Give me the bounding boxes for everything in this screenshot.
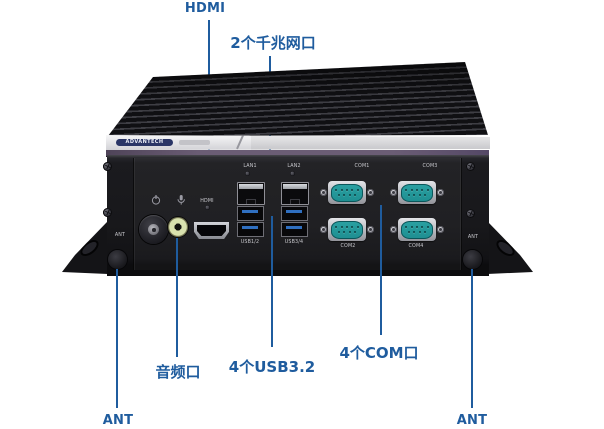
hdmi-port[interactable]: [194, 222, 229, 239]
front-trim-band: ADVANTECH: [106, 135, 490, 150]
band-shade: [251, 135, 490, 150]
mount-bracket-right: [487, 222, 533, 274]
screw-icon: [103, 162, 112, 171]
com3-label: COM3: [422, 162, 438, 169]
callout-audio-label: 音频口: [155, 363, 201, 381]
com4-port[interactable]: [390, 216, 444, 243]
lan1-label: LAN1: [243, 162, 257, 169]
screw-icon: [103, 208, 112, 217]
callout-ethernet-label: 2个千兆网口: [230, 34, 316, 52]
ant-connector-right: [463, 250, 482, 269]
model-text: [179, 140, 210, 145]
com1-label: COM1: [354, 162, 370, 169]
microphone-icon: [177, 195, 185, 205]
db9-face: [401, 183, 433, 202]
lan2-label: LAN2: [287, 162, 301, 169]
com2-label: COM2: [340, 242, 356, 249]
audio-jack[interactable]: [168, 217, 188, 237]
screw-icon: [290, 171, 295, 176]
callout-usb-line: [271, 216, 273, 347]
com3-port[interactable]: [390, 179, 444, 206]
jack-screw-icon: [367, 189, 374, 196]
usb34-label: USB3/4: [284, 238, 304, 245]
db9-face: [331, 183, 363, 202]
jack-screw-icon: [390, 189, 397, 196]
com2-port[interactable]: [320, 216, 374, 243]
panel-hdmi-label: HDMI: [200, 197, 214, 204]
jack-screw-icon: [437, 189, 444, 196]
callout-ant-left-line: [116, 269, 118, 408]
callout-com-line: [380, 205, 382, 335]
callout-hdmi-label: HDMI: [184, 1, 226, 16]
lan1-port[interactable]: [237, 182, 265, 205]
heatsink-fins: [108, 62, 488, 136]
lan2-port[interactable]: [281, 182, 309, 205]
power-button[interactable]: [139, 215, 168, 244]
panel-ant-right-label: ANT: [467, 233, 479, 240]
jack-screw-icon: [320, 189, 327, 196]
panel-ant-left-label: ANT: [114, 231, 126, 238]
jack-screw-icon: [367, 226, 374, 233]
callout-ant-right-line: [471, 269, 473, 408]
usb-port-2[interactable]: [237, 222, 264, 237]
jack-screw-icon: [437, 226, 444, 233]
mount-bracket-left: [62, 222, 108, 274]
io-recess: [133, 158, 462, 270]
callout-usb-label: 4个USB3.2: [228, 358, 316, 376]
usb-port-1[interactable]: [237, 206, 264, 221]
ant-connector-left: [108, 250, 127, 269]
bracket-hole-left: [77, 236, 102, 260]
jack-screw-icon: [320, 226, 327, 233]
db9-face: [401, 220, 433, 239]
screw-icon: [245, 171, 250, 176]
screw-icon: [205, 205, 210, 210]
callout-ant-left-label: ANT: [102, 413, 134, 428]
usb12-label: USB1/2: [240, 238, 260, 245]
db9-face: [331, 220, 363, 239]
brand-logo: ADVANTECH: [116, 139, 173, 146]
com1-port[interactable]: [320, 179, 374, 206]
com4-label: COM4: [408, 242, 424, 249]
screw-icon: [466, 209, 475, 218]
callout-com-label: 4个COM口: [339, 344, 419, 362]
callout-ant-right-label: ANT: [456, 413, 488, 428]
power-icon: [151, 195, 161, 205]
callout-audio-line: [176, 238, 178, 357]
bracket-hole-right: [493, 236, 518, 260]
jack-screw-icon: [390, 226, 397, 233]
screw-icon: [466, 162, 475, 171]
usb-port-3[interactable]: [281, 206, 308, 221]
usb-port-4[interactable]: [281, 222, 308, 237]
